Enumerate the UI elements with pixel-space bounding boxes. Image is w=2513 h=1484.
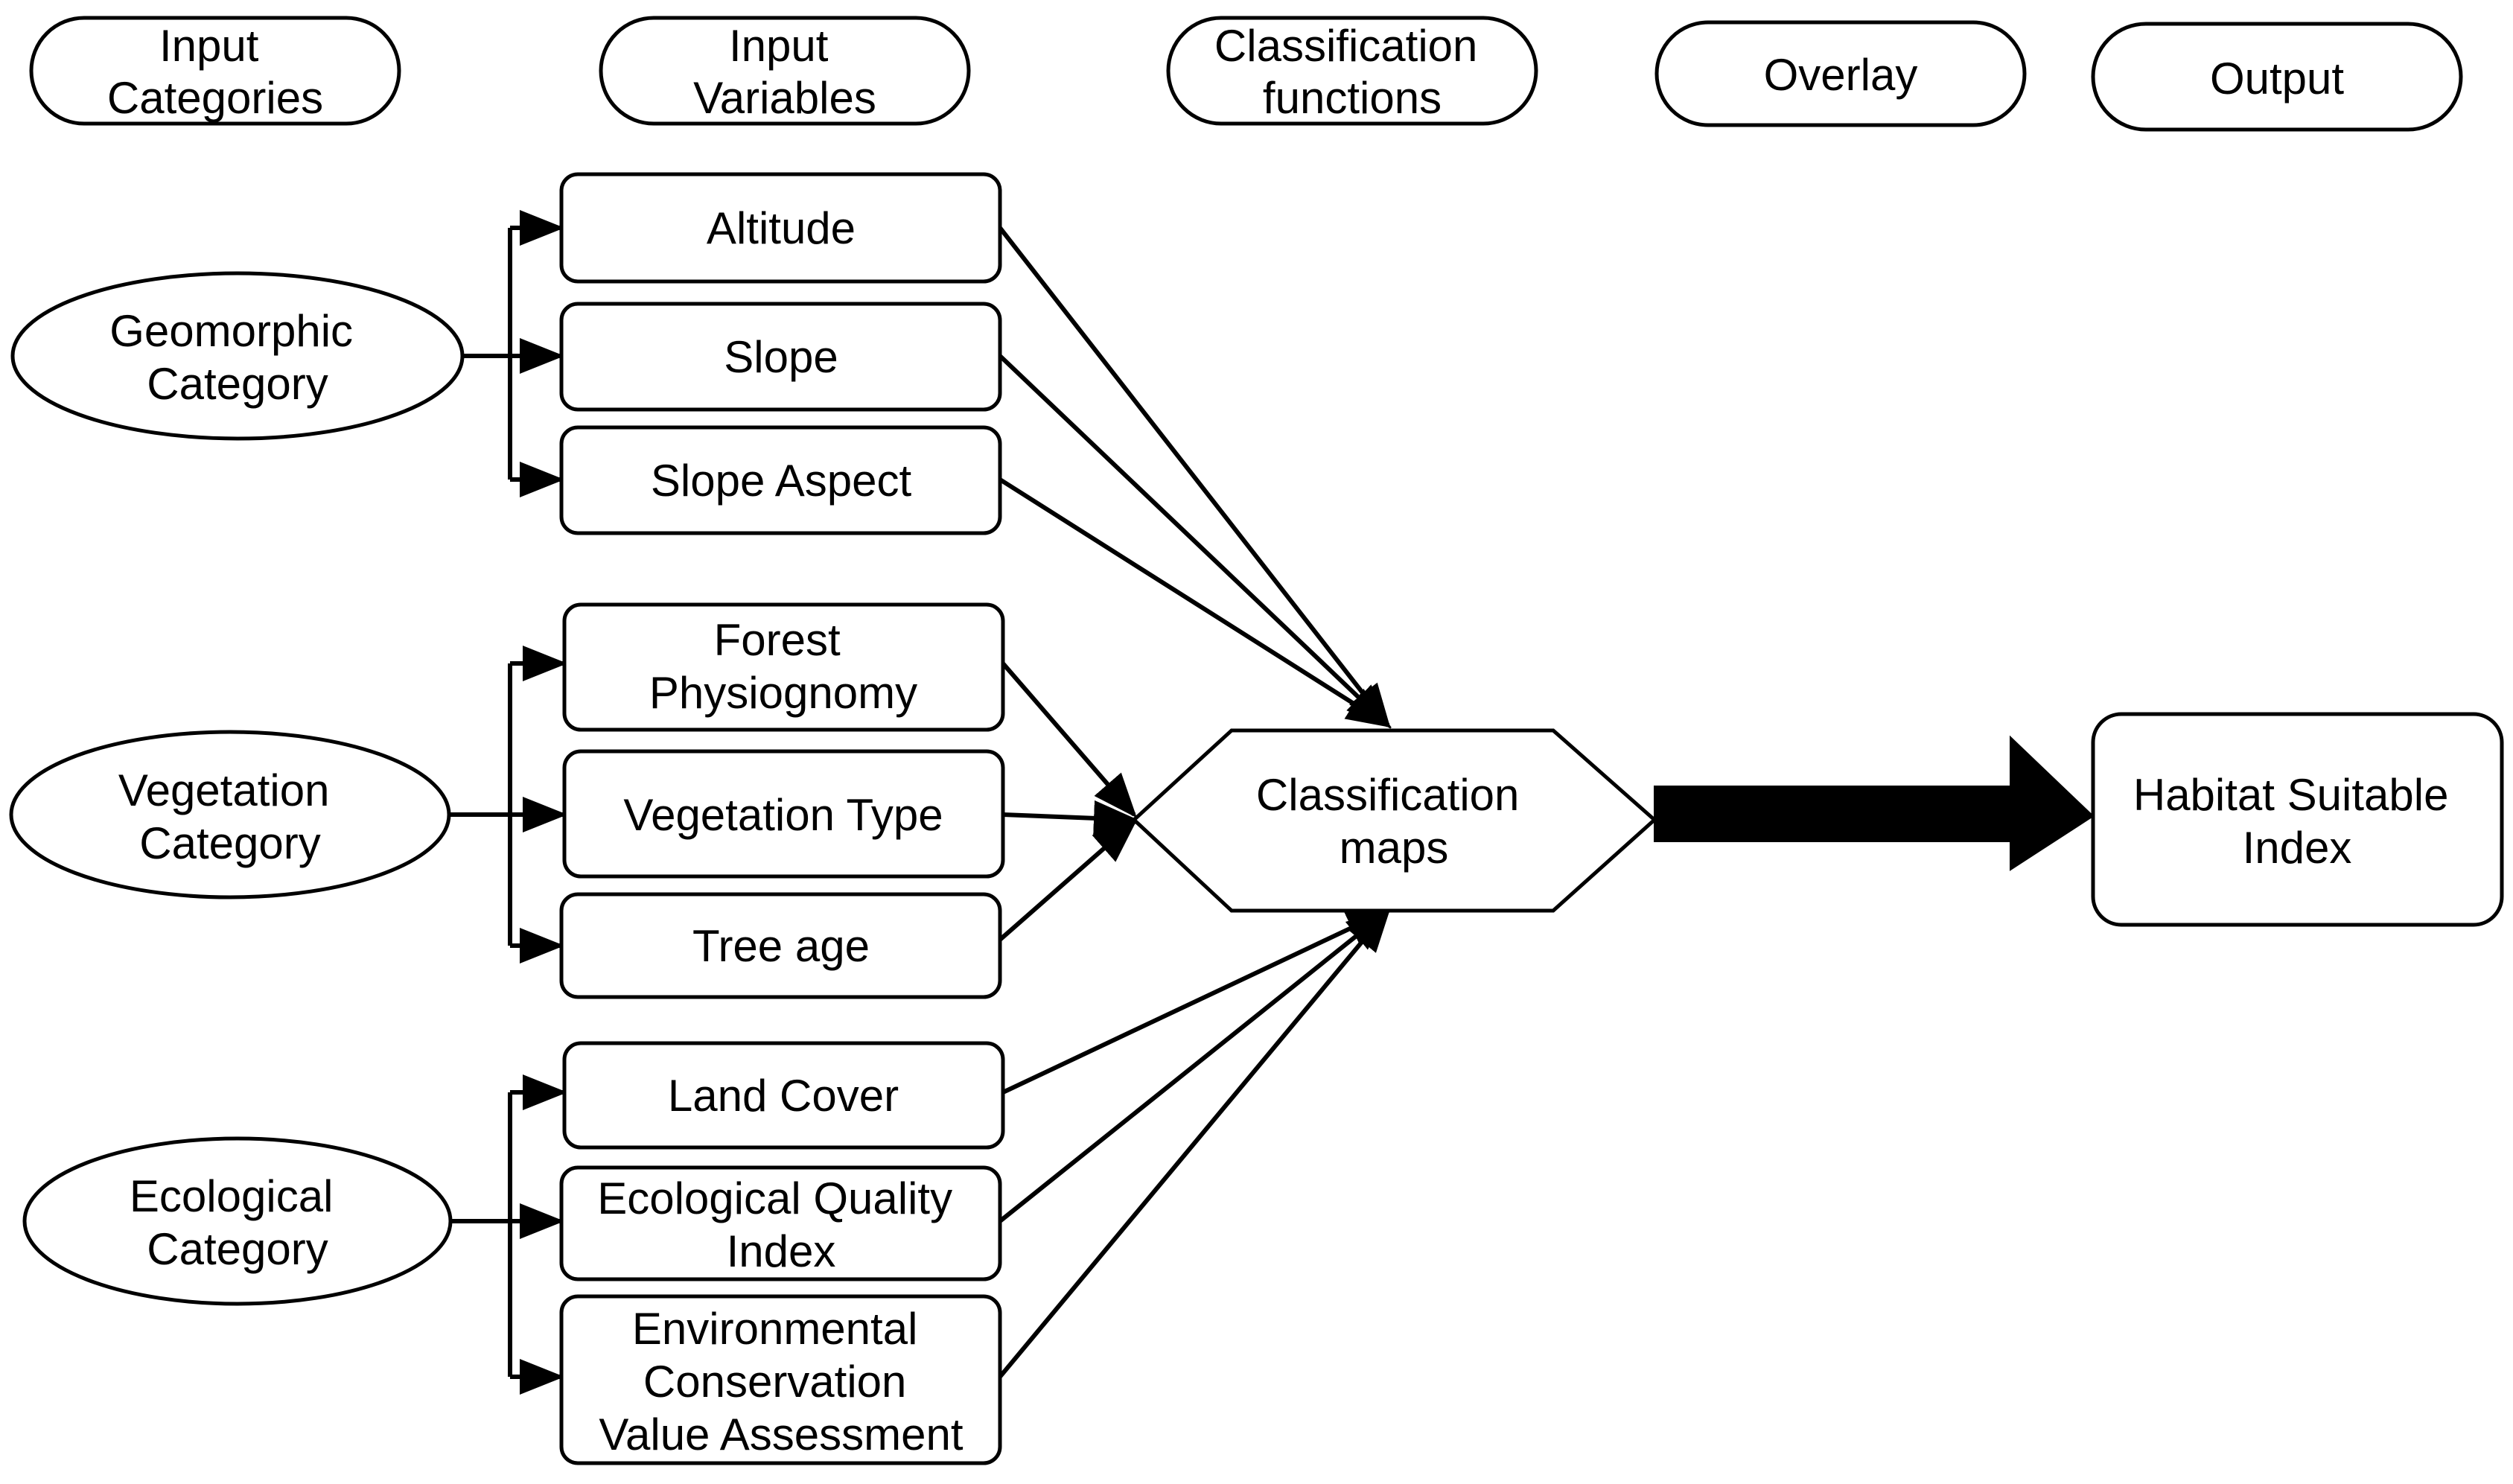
svg-text:Altitude: Altitude (707, 203, 856, 253)
variable-vegetation-type: Vegetation Type (562, 749, 1005, 879)
svg-text:Slope: Slope (724, 332, 838, 382)
output-habitat-suitable-index: Habitat Suitable Index (2091, 712, 2504, 927)
svg-text:Output: Output (2210, 54, 2344, 104)
svg-text:Classification functions: Classification functions (1214, 21, 1490, 123)
svg-text:Classification maps: Classification maps (1256, 770, 1532, 873)
variable-tree-age: Tree age (559, 892, 1002, 999)
overlay-arrow (1654, 735, 2095, 871)
header-output: Output (2091, 22, 2463, 132)
arrow-altitude-maps (998, 226, 1391, 729)
variable-slope-aspect: Slope Aspect (559, 425, 1002, 535)
arrow-landcover-maps (1001, 908, 1392, 1095)
svg-text:Vegetation Category: Vegetation Category (118, 765, 342, 868)
variable-environmental-conservation: Environmental Conservation Value Assessm… (559, 1294, 1002, 1465)
variable-land-cover: Land Cover (562, 1041, 1005, 1150)
category-ecological: Ecological Category (22, 1136, 453, 1306)
svg-text:Input Categories: Input Categories (107, 21, 323, 123)
arrow-conservation-maps (998, 907, 1391, 1378)
svg-text:Slope Aspect: Slope Aspect (651, 456, 912, 506)
svg-text:Environmental Conservati: Environmental Conservation Value Assessm… (599, 1304, 963, 1459)
arrow-treeage-maps (998, 819, 1138, 942)
svg-text:Input Variables: Input Variables (693, 21, 876, 123)
variable-forest-physiognomy: Forest Physiognomy (562, 602, 1005, 732)
svg-text:Forest Physiognomy: Forest Physiognomy (649, 615, 917, 718)
svg-text:Land Cover: Land Cover (668, 1071, 899, 1121)
svg-text:Overlay: Overlay (1764, 50, 1918, 100)
svg-text:Vegetation Type: Vegetation Type (623, 790, 943, 840)
header-classification-functions: Classification functions (1166, 16, 1538, 126)
svg-text:Ecological Category: Ecological Category (130, 1171, 345, 1274)
svg-text:Tree age: Tree age (692, 921, 870, 971)
variable-altitude: Altitude (559, 172, 1002, 284)
svg-text:Habitat Suitable Index: Habitat Suitable Index (2133, 770, 2461, 873)
header-input-variables: Input Variables (599, 16, 971, 126)
arrow-quality-maps (998, 908, 1392, 1223)
classification-maps-hexagon: Classification maps (1131, 728, 1657, 913)
arrow-slope-aspect-maps (998, 477, 1392, 728)
header-overlay: Overlay (1654, 20, 2027, 127)
header-input-categories: Input Categories (29, 16, 401, 126)
variable-ecological-quality-index: Ecological Quality Index (559, 1165, 1002, 1281)
svg-text:Ecological Quality Index: Ecological Quality Index (597, 1173, 965, 1276)
arrow-forest-maps (1001, 662, 1137, 818)
arrow-vegtype-maps (1002, 800, 1138, 836)
category-geomorphic: Geomorphic Category (10, 271, 465, 441)
category-vegetation: Vegetation Category (9, 730, 451, 899)
connectors (450, 210, 1392, 1395)
svg-text:Geomorphic Category: Geomorphic Category (109, 306, 365, 409)
arrow-slope-maps (998, 354, 1392, 729)
variable-slope: Slope (559, 302, 1002, 412)
